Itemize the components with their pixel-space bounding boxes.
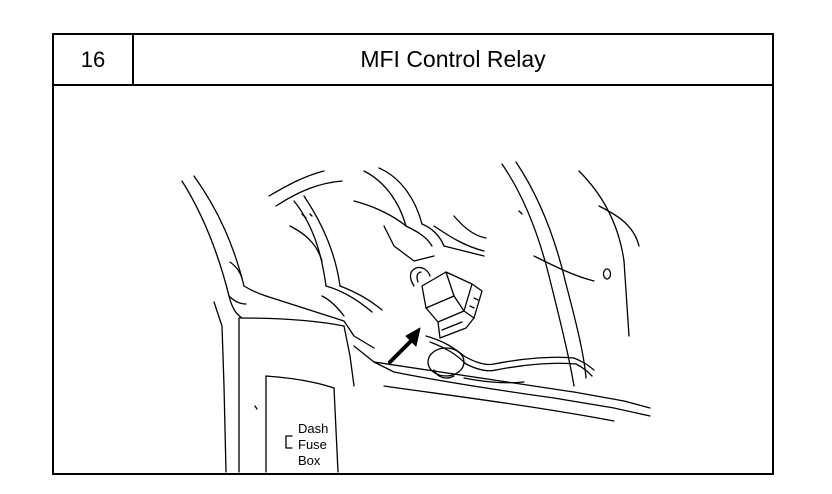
mfi-control-relay [409,266,483,339]
fuse-box-callout-line-2: Fuse [298,437,327,452]
diagram-header: 16 MFI Control Relay [54,35,772,86]
dashboard-lower-trim [181,175,375,349]
upper-dash-structure [268,170,383,317]
diagram-frame: 16 MFI Control Relay [52,33,774,475]
floor-rail [353,345,651,422]
fuse-box-callout-line-3: Box [298,453,321,468]
firewall-panel-right [501,161,640,387]
fuse-box-callout: Dash Fuse Box [298,421,328,469]
diagram-title: MFI Control Relay [360,46,546,72]
wiring-harness [425,335,595,384]
relay-pointer-arrow-icon [388,327,421,364]
fuse-box-housing [213,295,355,473]
diagram-number: 16 [54,35,134,84]
component-location-drawing: Dash Fuse Box [54,86,772,473]
fuse-box-callout-bracket [285,435,293,449]
fuse-box-callout-line-1: Dash [298,421,329,436]
center-support-bracket [353,167,523,262]
